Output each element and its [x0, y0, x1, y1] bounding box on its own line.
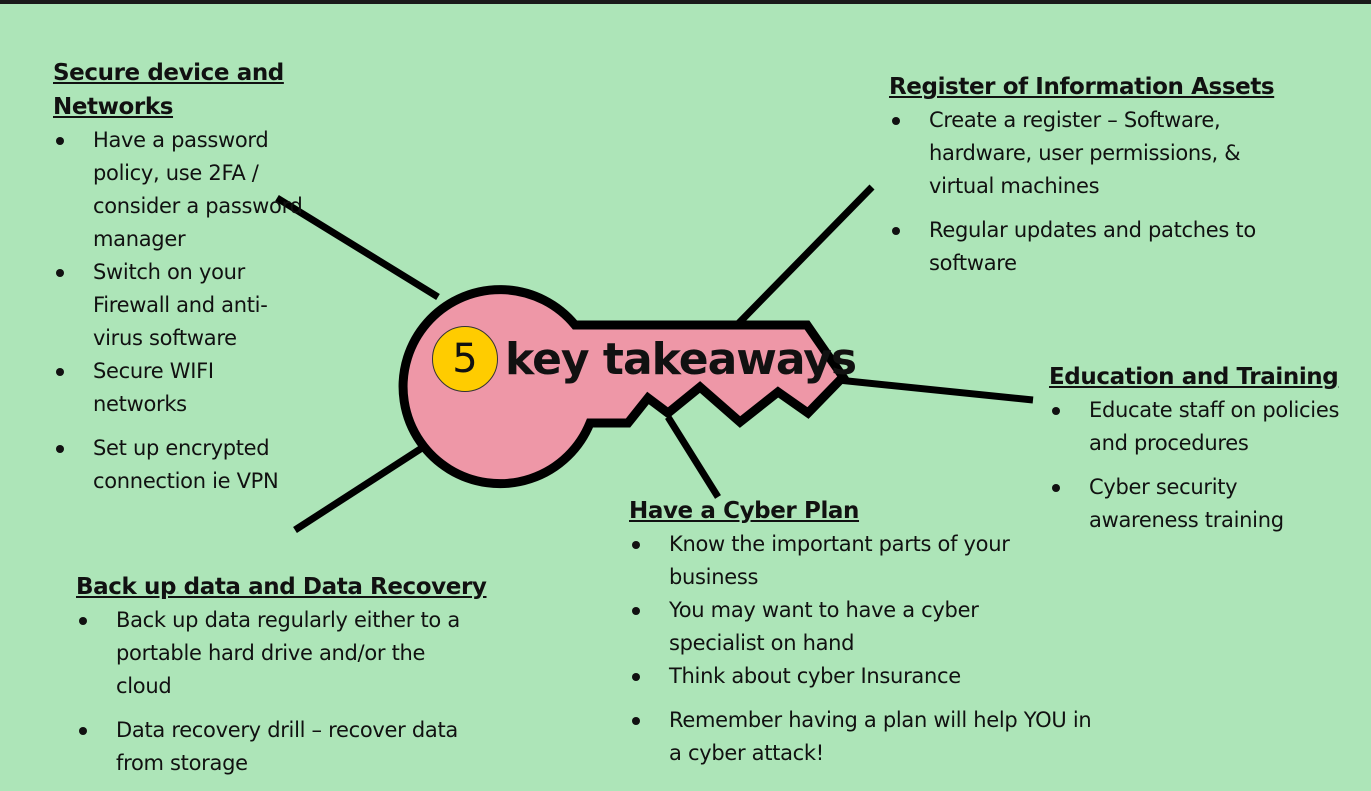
list-item: Set up encrypted connection ie VPN — [53, 432, 333, 498]
section-cyber-plan: Have a Cyber Plan Know the important par… — [629, 494, 1099, 781]
center-title: key takeaways — [505, 334, 857, 385]
list-item: Cyber security awareness training — [1049, 471, 1329, 537]
key-shape — [398, 285, 849, 489]
list-item: Secure WIFI networks — [53, 355, 268, 421]
connector-secure-device — [275, 195, 440, 300]
list-item: Have a password policy, use 2FA / consid… — [53, 124, 308, 256]
section-title: Have a Cyber Plan — [629, 498, 860, 524]
list-item: Think about cyber Insurance — [629, 660, 1049, 693]
top-border — [0, 0, 1371, 4]
list-item: Switch on your Firewall and anti-virus s… — [53, 256, 298, 355]
connector-education — [837, 376, 1034, 404]
section-education: Education and Training Educate staff on … — [1049, 360, 1369, 548]
section-title: Register of Information Assets — [889, 74, 1275, 100]
section-title: Back up data and Data Recovery — [76, 574, 487, 600]
list-item: Educate staff on policies and procedures — [1049, 394, 1369, 460]
list-item: You may want to have a cyber specialist … — [629, 594, 1029, 660]
key-diagram — [275, 184, 1034, 533]
list-item: Create a register – Software, hardware, … — [889, 104, 1269, 203]
section-backup: Back up data and Data Recovery Back up d… — [76, 570, 496, 791]
list-item: Remember having a plan will help YOU in … — [629, 704, 1109, 770]
connector-register — [732, 184, 875, 330]
list-item: Know the important parts of your busines… — [629, 528, 1069, 594]
list-item: Regular updates and patches to software — [889, 214, 1289, 280]
section-register: Register of Information Assets Create a … — [889, 70, 1309, 291]
section-title: Education and Training — [1049, 364, 1339, 390]
connector-backup — [293, 443, 427, 533]
number-badge: 5 — [432, 326, 498, 392]
connector-cyber-plan — [665, 415, 721, 499]
list-item: Back up data regularly either to a porta… — [76, 604, 486, 703]
list-item: Data recovery drill – recover data from … — [76, 714, 486, 780]
